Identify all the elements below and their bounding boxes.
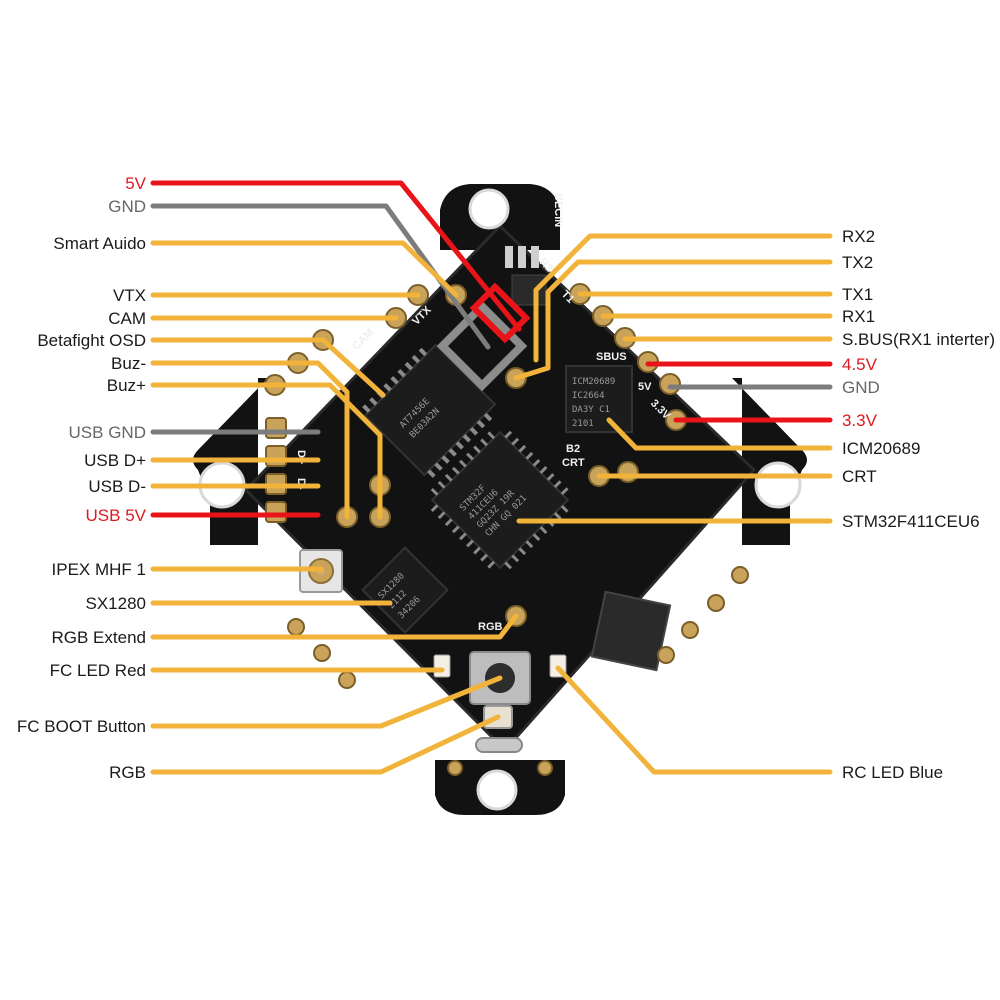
silk-bec: BECIN [552, 193, 564, 227]
leader-rgb [150, 714, 501, 775]
label-fc-led-red: FC LED Red [50, 661, 146, 680]
top-mount-hole [468, 188, 510, 230]
imu-chip-mark-2: IC2664 [572, 391, 605, 401]
label-gnd-right: GND [842, 378, 880, 397]
crystal [475, 737, 523, 753]
label-rc-led-blue: RC LED Blue [842, 763, 943, 782]
leader-rc-led-blue [555, 665, 833, 775]
label-smart-audio: Smart Auido [53, 234, 146, 253]
label-buz-plus: Buz+ [107, 376, 146, 395]
leader-rx2 [533, 233, 833, 363]
label-fc-boot: FC BOOT Button [17, 717, 146, 736]
label-ipex: IPEX MHF 1 [52, 560, 146, 579]
leader-smart-audio [150, 240, 459, 298]
imu-chip-mark-4: 2101 [572, 419, 594, 429]
imu-chip-mark-3: DA3Y C1 [572, 405, 610, 415]
flight-controller-board: AT7456E BE03A2N STM32F 411CEU6 [193, 184, 807, 815]
osd-chip: AT7456E BE03A2N [362, 343, 497, 478]
gnd-pad-outline [436, 300, 528, 392]
label-usb-gnd: USB GND [69, 423, 146, 442]
imu-chip-mark-1: ICM20689 [572, 377, 615, 387]
leader-betaflight-osd [150, 337, 386, 398]
label-rx2: RX2 [842, 227, 875, 246]
sx1280-chip: SX1280 2112 34206 [361, 546, 449, 634]
label-rgb: RGB [109, 763, 146, 782]
silk-sbus: SBUS [596, 351, 627, 363]
leader-icm20689 [606, 417, 833, 451]
board-pads [264, 283, 749, 776]
leader-fc-boot [150, 675, 503, 729]
label-tx1: TX1 [842, 285, 873, 304]
red-led-component [433, 654, 451, 678]
silk-rgb: RGB [478, 621, 503, 633]
label-3v3: 3.3V [842, 411, 878, 430]
leader-buz-plus [150, 382, 383, 520]
mcu-chip: STM32F 411CEU6 GQ23Z 19R CHN GQ 021 [430, 430, 570, 570]
leader-lines [150, 180, 833, 775]
label-buz-minus: Buz- [111, 354, 146, 373]
label-crt: CRT [842, 467, 877, 486]
label-4v5: 4.5V [842, 355, 878, 374]
label-rgb-extend: RGB Extend [52, 628, 147, 647]
inductor [590, 590, 672, 672]
leader-tx2 [513, 259, 833, 381]
label-rx1: RX1 [842, 307, 875, 326]
leader-rgb-extend [150, 613, 519, 640]
label-sx1280: SX1280 [86, 594, 147, 613]
bottom-mount-hole [476, 769, 518, 811]
top-connector [511, 274, 547, 306]
label-betaflight-osd: Betafight OSD [37, 331, 146, 350]
label-cam: CAM [108, 309, 146, 328]
leader-gnd [150, 203, 491, 350]
label-vtx: VTX [113, 286, 146, 305]
label-usb-dminus: USB D- [88, 477, 146, 496]
label-gnd: GND [108, 197, 146, 216]
label-usb-5v: USB 5V [86, 506, 147, 525]
label-icm20689: ICM20689 [842, 439, 920, 458]
silk-5v: 5V [638, 381, 652, 393]
right-mount-hole [754, 461, 802, 509]
leader-buz-minus [150, 360, 350, 520]
label-tx2: TX2 [842, 253, 873, 272]
silk-b2: B2 [566, 443, 580, 455]
label-sbus: S.BUS(RX1 interter) [842, 330, 995, 349]
label-stm32: STM32F411CEU6 [842, 512, 980, 531]
silk-cam: CAM [350, 327, 376, 353]
leader-5v [150, 180, 522, 332]
imu-chip: ICM20689 IC2664 DA3Y C1 2101 [565, 365, 633, 433]
silk-crt: CRT [562, 457, 585, 469]
label-usb-dplus: USB D+ [84, 451, 146, 470]
label-5v: 5V [125, 174, 146, 193]
